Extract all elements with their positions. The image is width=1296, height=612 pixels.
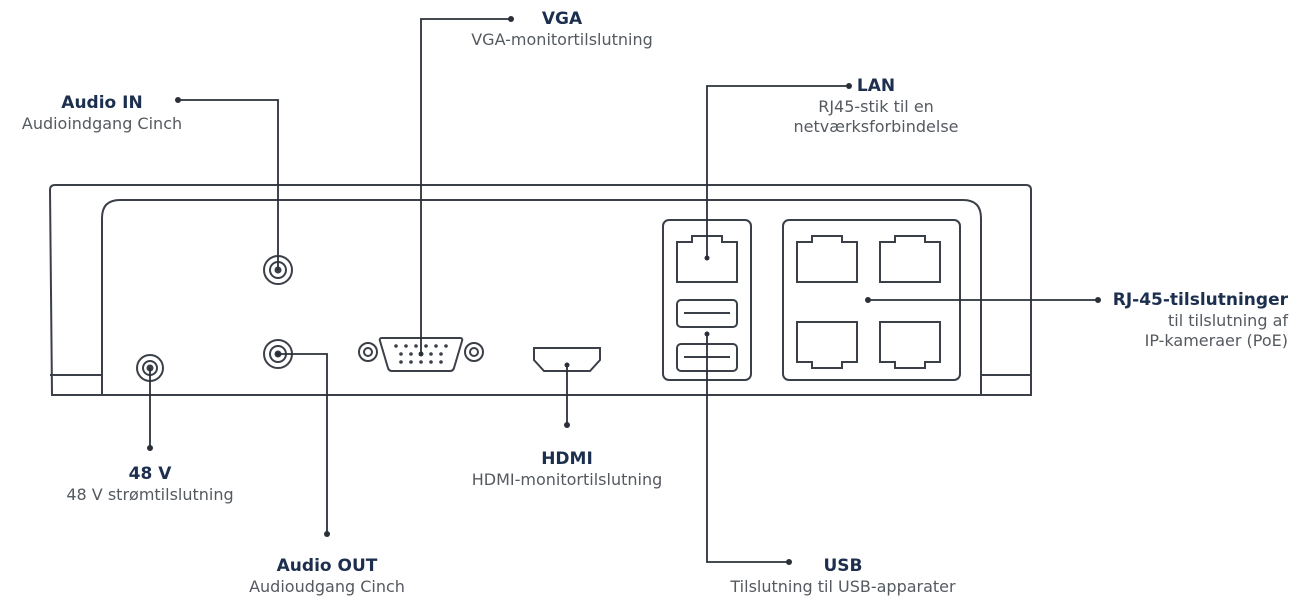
rj45-title: RJ-45-tilslutninger	[1112, 290, 1288, 310]
audio-in-title: Audio IN	[61, 93, 143, 113]
poe-port-3	[796, 321, 858, 369]
leader-lan	[706, 85, 849, 258]
usb-title: USB	[823, 556, 863, 576]
callout-audio-in: Audio IN Audioindgang Cinch	[22, 93, 182, 134]
audio-in-desc: Audioindgang Cinch	[21, 114, 183, 134]
usb-port-1	[676, 299, 738, 328]
leader-audio-in	[178, 99, 279, 270]
lan-title: LAN	[856, 76, 896, 96]
leader-usb	[706, 334, 789, 563]
lan-desc-line-1: RJ45-stik til en	[818, 97, 934, 117]
v48-title: 48 V	[128, 464, 172, 484]
callout-rj45: RJ-45-tilslutninger til tilslutning af I…	[1113, 290, 1288, 351]
lan-port	[676, 235, 738, 283]
hdmi-title: HDMI	[541, 449, 593, 469]
leader-dots	[147, 16, 1101, 565]
poe-port-4	[879, 321, 941, 369]
usb-desc: Tilslutning til USB-apparater	[730, 577, 956, 597]
hdmi-desc: HDMI-monitortilslutning	[471, 470, 663, 490]
vga-title: VGA	[541, 9, 583, 29]
rj45-desc-line-2: IP-kameraer (PoE)	[1144, 331, 1288, 351]
callout-vga: VGA VGA-monitortilslutning	[471, 9, 653, 50]
v48-desc: 48 V strømtilslutning	[66, 485, 234, 505]
callout-hdmi: HDMI HDMI-monitortilslutning	[472, 449, 663, 490]
housing-outline	[48, 184, 1032, 396]
rj45-desc-line-1: til tilslutning af	[1167, 311, 1288, 331]
audio-out-desc: Audioudgang Cinch	[249, 577, 405, 597]
inner-panel	[101, 199, 982, 395]
callout-48v: 48 V 48 V strømtilslutning	[66, 464, 233, 505]
device-housing	[48, 184, 1032, 396]
poe-port-1	[796, 235, 858, 283]
callout-lan: LAN RJ45-stik til en netværksforbindelse	[794, 76, 959, 137]
callout-audio-out: Audio OUT Audioudgang Cinch	[249, 556, 405, 597]
audio-out-title: Audio OUT	[276, 556, 378, 576]
vga-desc: VGA-monitortilslutning	[471, 30, 653, 50]
poe-port-2	[879, 235, 941, 283]
leader-vga	[420, 18, 511, 354]
hdmi-port	[533, 347, 601, 372]
lan-desc-line-2: netværksforbindelse	[793, 117, 959, 137]
leader-audio-out	[278, 353, 328, 534]
leader-lines	[149, 18, 1098, 563]
callout-usb: USB Tilslutning til USB-apparater	[730, 556, 955, 597]
